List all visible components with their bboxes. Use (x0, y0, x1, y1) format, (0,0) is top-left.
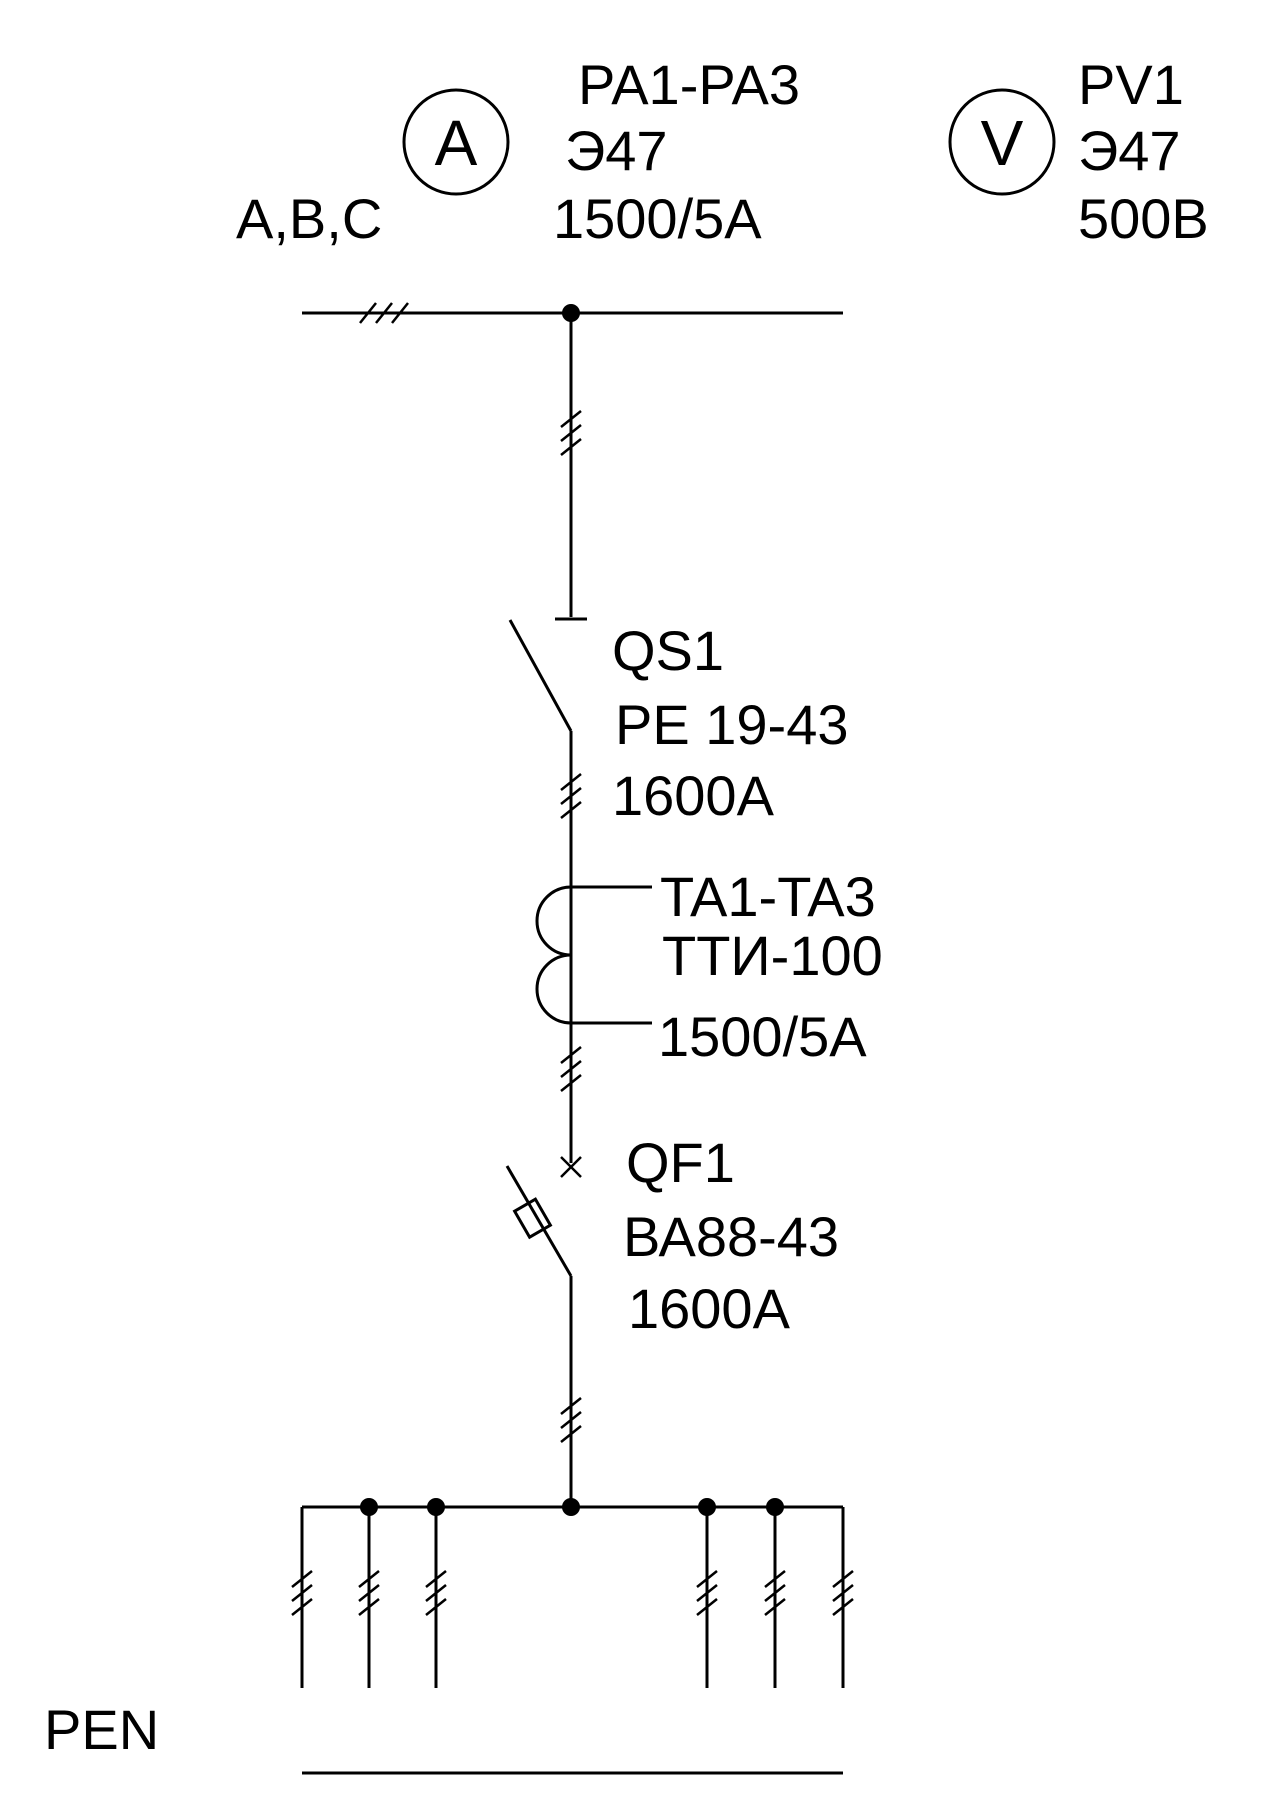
voltmeter-symbol: V (981, 107, 1024, 179)
breaker-rating: 1600А (628, 1277, 791, 1340)
junction-dot-icon (360, 1498, 378, 1516)
ct-coil-icon (535, 885, 572, 1025)
junction-dot-icon (427, 1498, 445, 1516)
three-phase-tick-icon (560, 410, 582, 456)
switch-blade-icon (508, 619, 573, 732)
disconnector-type: РЕ 19-43 (615, 693, 849, 756)
feeder-2 (358, 1498, 380, 1688)
ammeter-rating: 1500/5А (553, 187, 762, 250)
main-feeder (560, 313, 582, 617)
pen-label: PEN (44, 1698, 159, 1761)
junction-dot-icon (766, 1498, 784, 1516)
breaker-contact-x-icon (560, 1156, 582, 1178)
disconnector-rating: 1600А (612, 764, 775, 827)
ct-ref: TA1-TA3 (660, 865, 876, 928)
ct-rating: 1500/5А (658, 1005, 867, 1068)
ammeter-symbol: A (435, 107, 478, 179)
outgoing-feeders (291, 1498, 854, 1688)
voltmeter-type: Э47 (1078, 119, 1181, 182)
feeder-4 (696, 1498, 718, 1688)
ammeter: A PA1-PA3 Э47 1500/5А (402, 53, 800, 250)
three-phase-tick-icon (560, 773, 582, 819)
feeder-1 (291, 1507, 313, 1688)
pen-bus: PEN (44, 1698, 843, 1775)
breaker-type: ВА88-43 (623, 1205, 839, 1268)
ammeter-symbol-icon (402, 88, 510, 196)
feeder-6 (832, 1507, 854, 1688)
voltmeter-symbol-icon (948, 88, 1056, 196)
breaker-blade-icon (505, 1165, 573, 1277)
phases-label: A,B,C (236, 187, 382, 250)
junction-dot-icon (562, 1498, 580, 1516)
junction-dot-icon (698, 1498, 716, 1516)
feeder-3 (425, 1498, 447, 1688)
three-phase-tick-icon (560, 1046, 582, 1092)
distribution-bus (302, 1498, 843, 1516)
three-phase-tick-icon (560, 1397, 582, 1443)
breaker-ref: QF1 (626, 1131, 735, 1194)
disconnector-ref: QS1 (612, 619, 724, 682)
voltmeter-ref: PV1 (1078, 53, 1184, 116)
disconnector-qs1: QS1 РЕ 19-43 1600А (508, 617, 849, 1163)
trip-release-icon (512, 1197, 553, 1240)
ammeter-type: Э47 (565, 119, 668, 182)
ct-type: ТТИ-100 (662, 924, 883, 987)
breaker-qf1: QF1 ВА88-43 1600А (505, 1131, 839, 1507)
three-phase-tick-icon (359, 302, 409, 324)
current-transformer: TA1-TA3 ТТИ-100 1500/5А (535, 865, 883, 1092)
voltmeter-rating: 500В (1078, 187, 1209, 250)
ammeter-ref: PA1-PA3 (578, 53, 800, 116)
feeder-5 (764, 1498, 786, 1688)
voltmeter: V PV1 Э47 500В (948, 53, 1209, 250)
